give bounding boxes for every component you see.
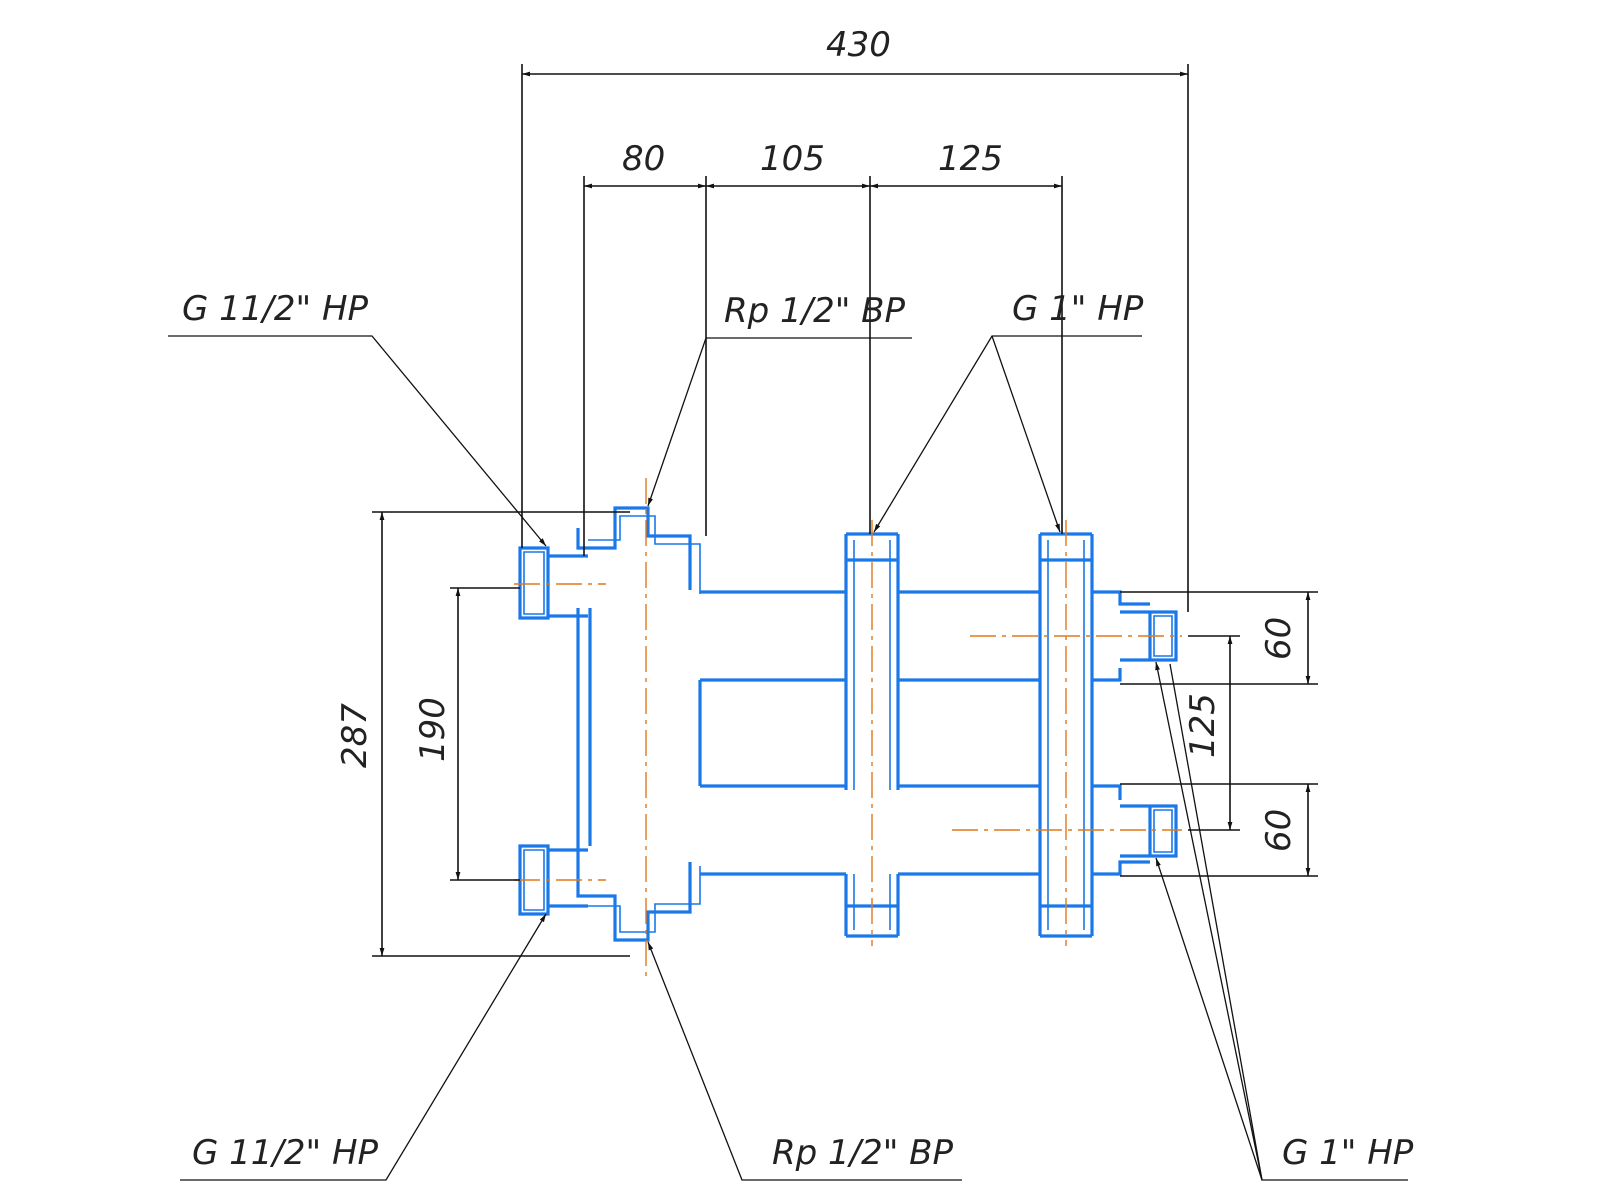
middle-pipe-top (698, 668, 1122, 786)
port-right-top-inner (1153, 615, 1173, 657)
connection-callouts: G 11/2" НР Rp 1/2" ВР G 1" НР G 11/2" НР… (168, 289, 1414, 1181)
centerlines (514, 478, 1182, 982)
port-right-bottom-inner (1153, 809, 1173, 853)
label-top-center-connection: Rp 1/2" ВР (724, 291, 906, 331)
leader-bottom-center (647, 941, 962, 1181)
leader-bottom-right-2 (1155, 857, 1263, 1181)
dimension-lines (372, 64, 1318, 957)
dim-spacing-1-text: 80 (622, 139, 665, 179)
dim-right-ports-spacing-text: 125 (1183, 693, 1223, 758)
label-bottom-right-connection: G 1" НР (1282, 1133, 1414, 1173)
dim-spacing-3-text: 125 (938, 139, 1003, 179)
leader-top-right-2 (991, 335, 1061, 533)
dim-overall-width-text: 430 (826, 25, 891, 65)
dim-right-port-bottom-text: 60 (1259, 809, 1299, 852)
port-right-bottom (1120, 804, 1178, 858)
port-bottom-left (518, 844, 588, 916)
center-riser-inner (853, 540, 891, 930)
leader-top-left (168, 335, 547, 547)
label-top-left-connection: G 11/2" НР (182, 289, 369, 329)
top-pipe (700, 590, 1150, 606)
dim-left-ports-spacing-text: 190 (413, 697, 453, 762)
leader-bottom-left (180, 913, 547, 1181)
port-right-top (1120, 610, 1178, 662)
bottom-pipe (700, 860, 1150, 876)
dimension-values: 430 80 105 125 287 190 60 125 60 (335, 25, 1299, 852)
right-riser-inner (1047, 540, 1085, 930)
dim-right-port-top-text: 60 (1259, 617, 1299, 660)
leader-top-center (647, 337, 912, 507)
leader-top-right-1 (873, 335, 1142, 533)
label-bottom-left-connection: G 11/2" НР (192, 1133, 379, 1173)
leader-bottom-right-3 (1169, 663, 1263, 1181)
port-bottom-left-inner (523, 849, 545, 911)
extension-lines (372, 64, 1318, 957)
label-bottom-center-connection: Rp 1/2" ВР (772, 1133, 954, 1173)
left-header-inner (588, 515, 701, 933)
label-top-right-connection: G 1" НР (1012, 289, 1144, 329)
port-top-left-inner (523, 551, 545, 615)
manifold-body (518, 506, 1178, 942)
port-top-left (518, 546, 588, 620)
left-header-outline (576, 506, 692, 942)
dim-overall-height-text: 287 (335, 703, 375, 768)
dim-spacing-2-text: 105 (760, 139, 825, 179)
middle-pipe-bottom (700, 784, 1122, 800)
